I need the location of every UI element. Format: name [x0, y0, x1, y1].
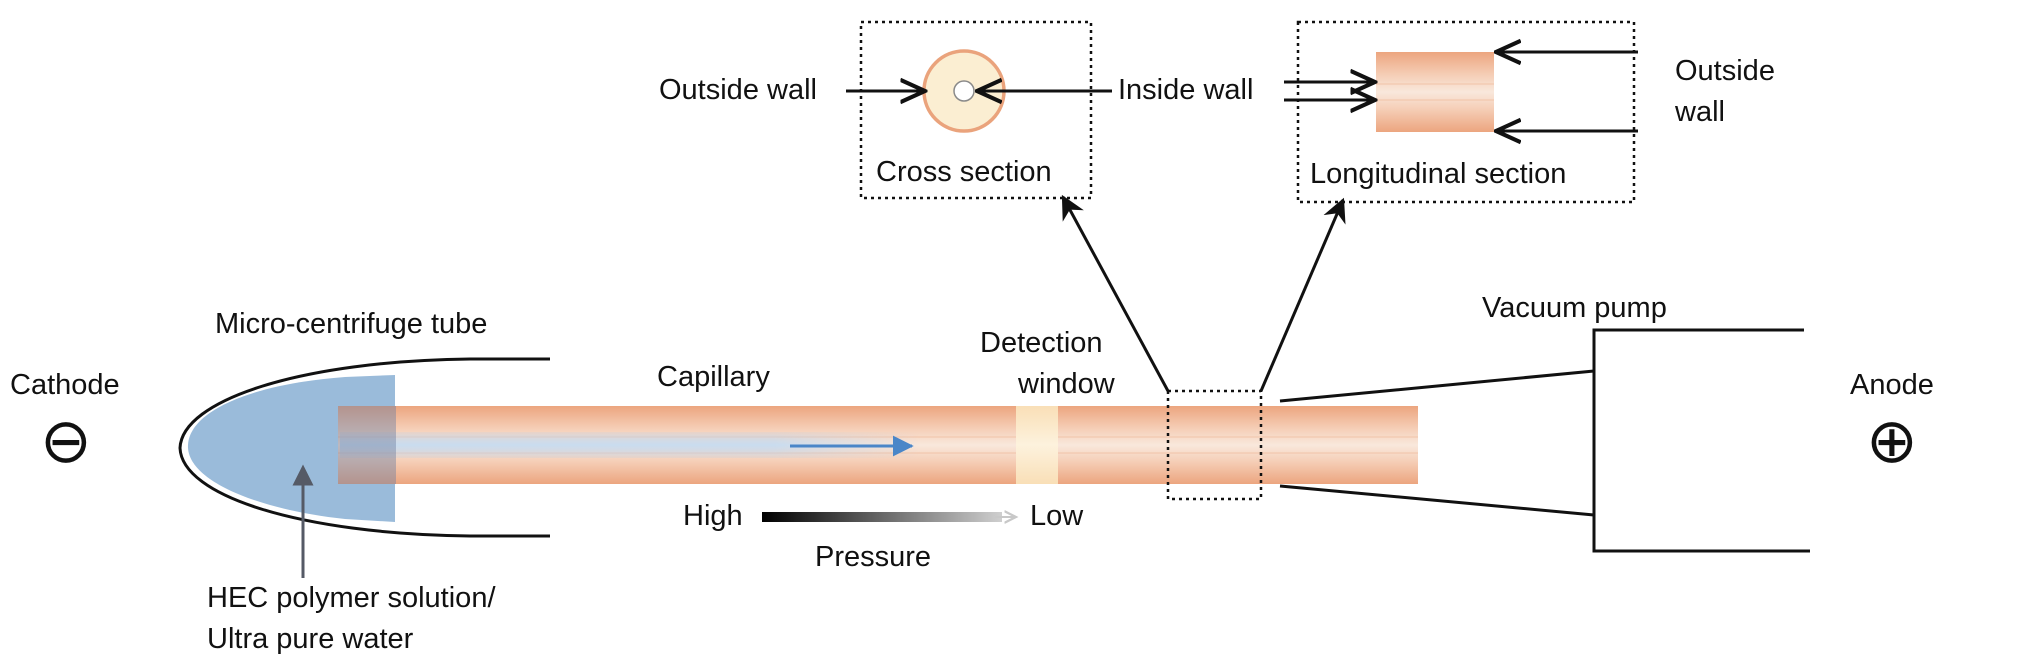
cross-section-box: [859, 20, 1093, 200]
pressure-label: Pressure: [815, 541, 931, 573]
detection-window-label-line1: Detection: [980, 327, 1103, 359]
detection-window-label-line2: window: [1017, 368, 1116, 400]
cross-section-inside-wall-label: Inside wall: [1118, 74, 1253, 106]
cathode-label: Cathode: [10, 369, 120, 401]
zoom-region-box: [1166, 389, 1263, 501]
zoom-arrow-cross-section: [1061, 194, 1170, 392]
capillary-label: Capillary: [657, 361, 770, 393]
vacuum-pump-label: Vacuum pump: [1482, 292, 1667, 324]
micro-centrifuge-tube-label: Micro-centrifuge tube: [215, 308, 487, 340]
vacuum-pump-body: [1592, 328, 1810, 553]
high-label: High: [683, 500, 743, 532]
pump-funnel-top: [1279, 369, 1595, 403]
detection-window: [1016, 406, 1058, 484]
hec-label-line2: Ultra pure water: [207, 623, 414, 655]
longitudinal-section-wall: [1376, 52, 1494, 132]
longitudinal-outside-wall-label-line1: Outside: [1675, 55, 1775, 87]
solution-overlap: [338, 406, 396, 484]
zoom-arrow-longitudinal: [1259, 197, 1346, 392]
cathode-minus-icon: ⊖: [40, 407, 92, 476]
longitudinal-section-box: [1296, 20, 1636, 204]
cross-section-lumen: [953, 80, 975, 102]
cross-section-caption: Cross section: [876, 156, 1052, 188]
cross-section-outside-wall-label: Outside wall: [659, 74, 817, 106]
longitudinal-section-caption: Longitudinal section: [1310, 158, 1566, 190]
pump-funnel-bottom: [1279, 484, 1595, 517]
hec-label-line1: HEC polymer solution/: [207, 582, 496, 614]
micro-centrifuge-tube: [178, 357, 550, 538]
anode-plus-icon: ⊕: [1866, 407, 1918, 476]
anode-label: Anode: [1850, 369, 1934, 401]
longitudinal-outside-wall-label-line2: wall: [1674, 96, 1725, 128]
pressure-gradient-bar: [762, 512, 1002, 522]
low-label: Low: [1030, 500, 1084, 532]
